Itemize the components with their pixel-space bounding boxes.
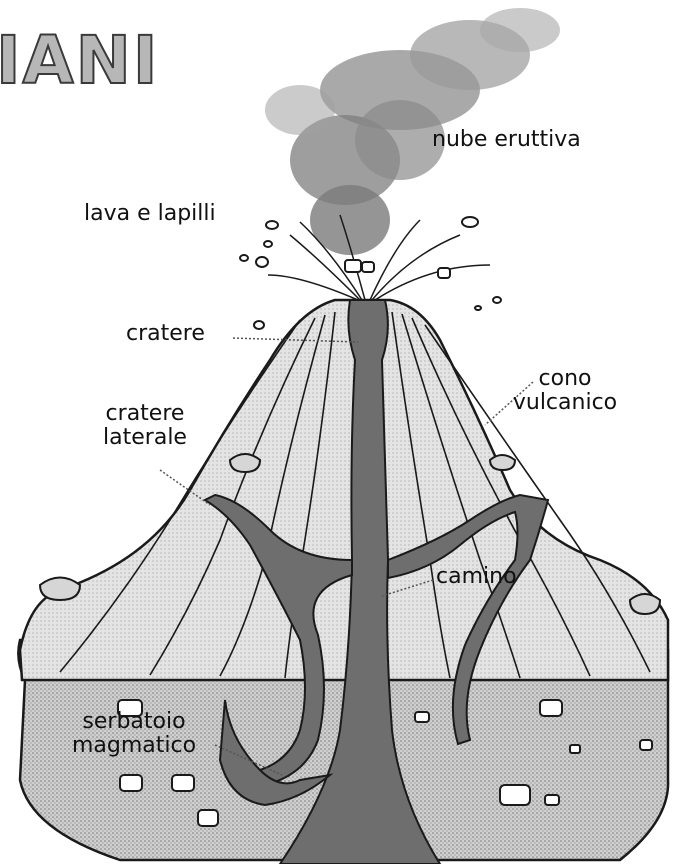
label-cratere-laterale: cratere laterale [90, 402, 200, 450]
label-serbatoio-magmatico: serbatoio magmatico [54, 710, 214, 758]
volcano-cone [20, 300, 668, 680]
label-cono-line2: vulcanico [510, 391, 620, 415]
label-nube-eruttiva: nube eruttiva [432, 128, 581, 152]
label-cratere-laterale-line1: cratere [90, 402, 200, 426]
label-serbatoio-line1: serbatoio [54, 710, 214, 734]
label-cono-vulcanico: cono vulcanico [510, 367, 620, 415]
label-cratere: cratere [126, 322, 205, 346]
label-cono-line1: cono [510, 367, 620, 391]
title-fragment: IANI [0, 22, 159, 99]
label-serbatoio-line2: magmatico [54, 734, 214, 758]
label-lava-lapilli: lava e lapilli [84, 202, 216, 226]
label-cratere-laterale-line2: laterale [90, 426, 200, 450]
label-camino: camino [436, 565, 517, 589]
